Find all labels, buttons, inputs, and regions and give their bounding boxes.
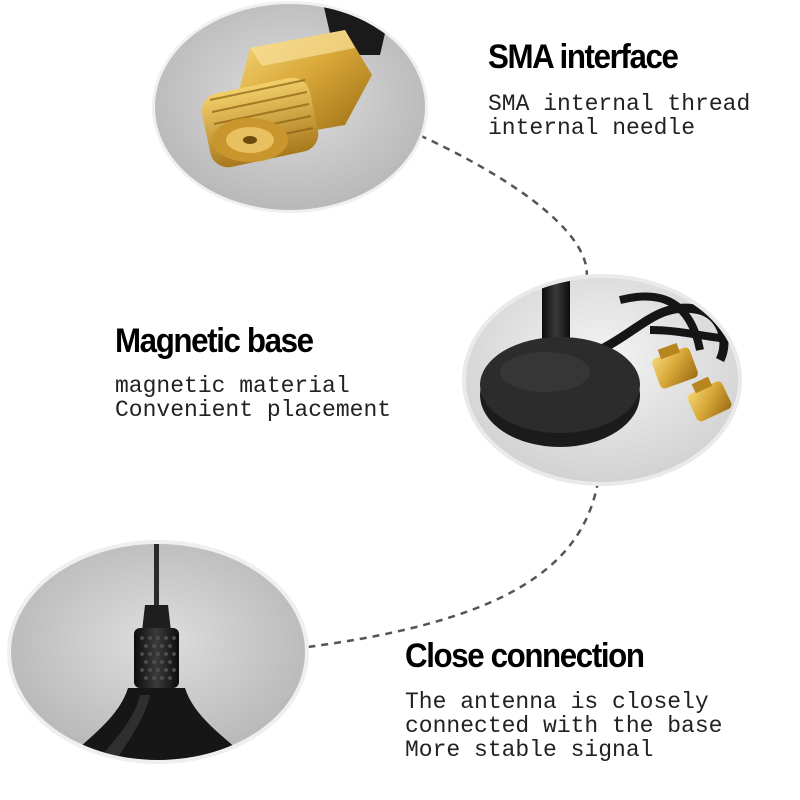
description-line: More stable signal — [405, 737, 654, 763]
close-connection-description: The antenna is closely connected with th… — [405, 690, 722, 762]
sma-connector-photo — [152, 1, 428, 213]
magnetic-base-description: magnetic material Convenient placement — [115, 374, 391, 422]
antenna-joint-photo — [7, 540, 309, 764]
description-line: Convenient placement — [115, 397, 392, 423]
description-line: magnetic material — [115, 373, 350, 399]
close-connection-title: Close connection — [405, 637, 645, 675]
magnetic-base-photo — [462, 274, 742, 486]
description-line: internal needle — [488, 115, 696, 141]
description-line: The antenna is closely — [405, 689, 709, 715]
description-line: connected with the base — [405, 713, 723, 739]
sma-interface-description: SMA internal thread internal needle — [488, 92, 750, 140]
sma-interface-title: SMA interface — [488, 38, 679, 76]
description-line: SMA internal thread — [488, 91, 751, 117]
magnetic-base-title: Magnetic base — [115, 322, 314, 360]
dashed-connector-line — [299, 128, 602, 650]
